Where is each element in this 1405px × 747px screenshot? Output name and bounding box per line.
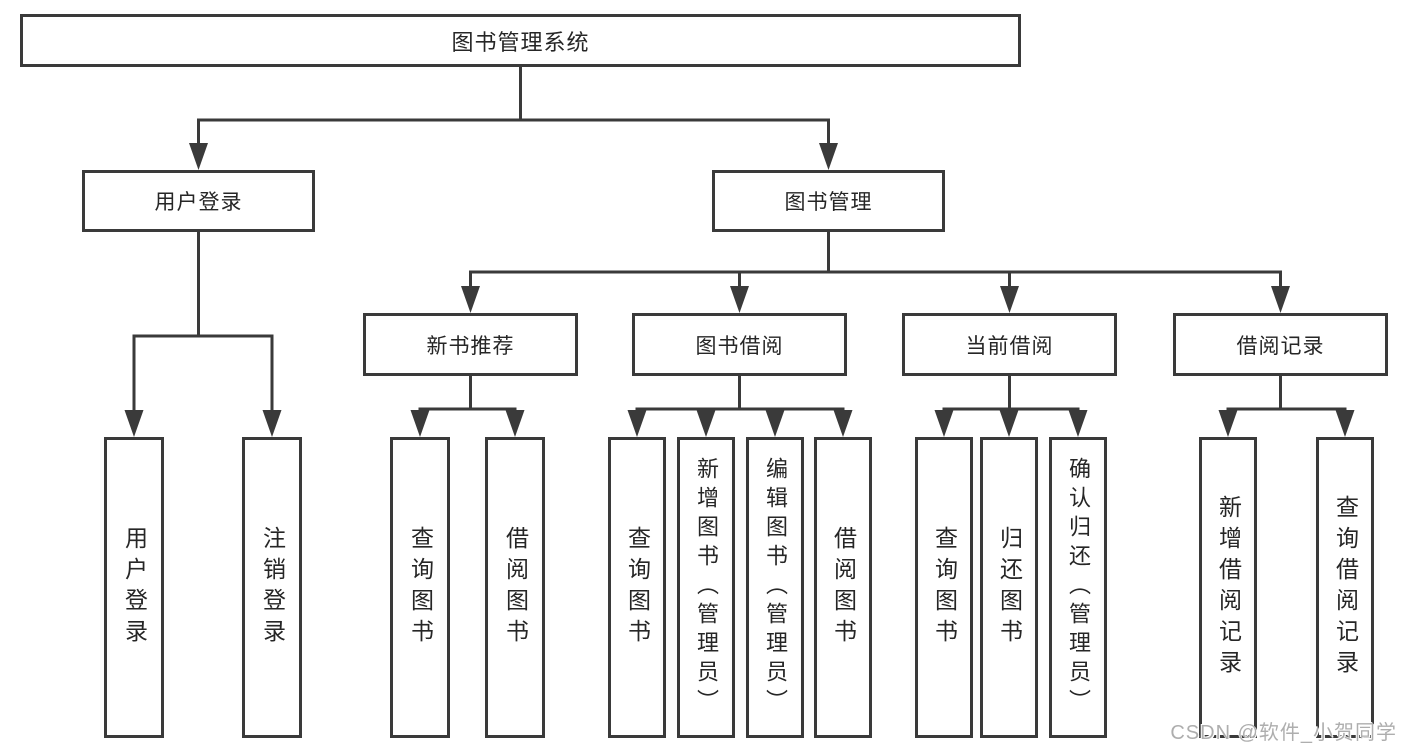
node-label: 查询图书: [407, 525, 434, 650]
arrowhead: [189, 143, 208, 170]
node-label: 新增图书（管理员）: [694, 457, 719, 718]
arrowhead: [833, 410, 853, 437]
connector-current-borrowing-to-leaves: [942, 376, 1080, 413]
connector-new-book-recommend-to-leaves: [418, 376, 517, 413]
node-current-borrowing: 当前借阅: [902, 313, 1117, 376]
arrowhead: [505, 410, 525, 437]
leaf-query-borrow-record: 查询借阅记录: [1316, 437, 1374, 738]
node-label: 注销登录: [259, 525, 286, 650]
leaf-user-login: 用户登录: [104, 437, 164, 738]
connector-root-to-level2: [197, 67, 830, 146]
node-label: 查询借阅记录: [1332, 494, 1359, 681]
arrowhead: [765, 410, 785, 437]
connector-book-borrowing-to-leaves: [635, 376, 845, 413]
node-label: 图书管理: [784, 191, 873, 214]
leaf-query-books-borrowing: 查询图书: [608, 437, 666, 738]
leaf-return-book: 归还图书: [980, 437, 1038, 738]
arrowhead: [1068, 410, 1088, 437]
arrowhead: [1000, 286, 1019, 313]
node-book-management: 图书管理: [712, 170, 945, 232]
connector-borrowing-records-to-leaves: [1226, 376, 1347, 413]
connector-book-management-to-level3: [469, 232, 1282, 288]
node-label: 图书管理系统: [451, 29, 590, 55]
node-label: 借阅图书: [502, 525, 529, 650]
node-label: 确认归还（管理员）: [1066, 457, 1091, 718]
node-borrowing-records: 借阅记录: [1173, 313, 1388, 376]
arrowhead: [999, 410, 1019, 437]
node-label: 新书推荐: [426, 334, 515, 358]
leaf-borrow-books-recommend: 借阅图书: [485, 437, 545, 738]
arrowhead: [934, 410, 954, 437]
node-label: 借阅记录: [1236, 334, 1325, 358]
node-label: 图书借阅: [695, 334, 784, 358]
node-book-borrowing: 图书借阅: [632, 313, 847, 376]
arrowhead: [819, 143, 838, 170]
arrowhead: [730, 286, 749, 313]
arrowhead: [1271, 286, 1290, 313]
arrowhead: [696, 410, 716, 437]
arrowhead: [1335, 410, 1355, 437]
node-label: 用户登录: [154, 191, 243, 214]
node-library-management-system: 图书管理系统: [20, 14, 1021, 67]
node-label: 查询图书: [931, 525, 958, 650]
node-label: 借阅图书: [830, 525, 857, 650]
arrowhead: [262, 410, 282, 437]
arrowhead: [1218, 410, 1238, 437]
arrowhead: [410, 410, 430, 437]
node-user-login: 用户登录: [82, 170, 315, 232]
leaf-borrow-books-borrowing: 借阅图书: [814, 437, 872, 738]
node-label: 查询图书: [624, 525, 651, 650]
leaf-query-books-recommend: 查询图书: [390, 437, 450, 738]
leaf-logout: 注销登录: [242, 437, 302, 738]
node-label: 归还图书: [996, 525, 1023, 650]
node-label: 用户登录: [121, 525, 148, 650]
node-label: 当前借阅: [965, 334, 1054, 358]
leaf-query-books-current: 查询图书: [915, 437, 973, 738]
node-new-book-recommend: 新书推荐: [363, 313, 578, 376]
arrowhead: [124, 410, 144, 437]
leaf-edit-book-admin: 编辑图书（管理员）: [746, 437, 804, 738]
arrowhead: [461, 286, 480, 313]
arrowhead: [627, 410, 647, 437]
connector-user-login-to-leaves: [132, 232, 274, 412]
csdn-watermark: CSDN @软件_小贺同学: [1170, 722, 1397, 744]
leaf-add-book-admin: 新增图书（管理员）: [677, 437, 735, 738]
leaf-add-borrow-record: 新增借阅记录: [1199, 437, 1257, 738]
leaf-confirm-return-admin: 确认归还（管理员）: [1049, 437, 1107, 738]
node-label: 新增借阅记录: [1215, 494, 1242, 681]
node-label: 编辑图书（管理员）: [763, 457, 788, 718]
